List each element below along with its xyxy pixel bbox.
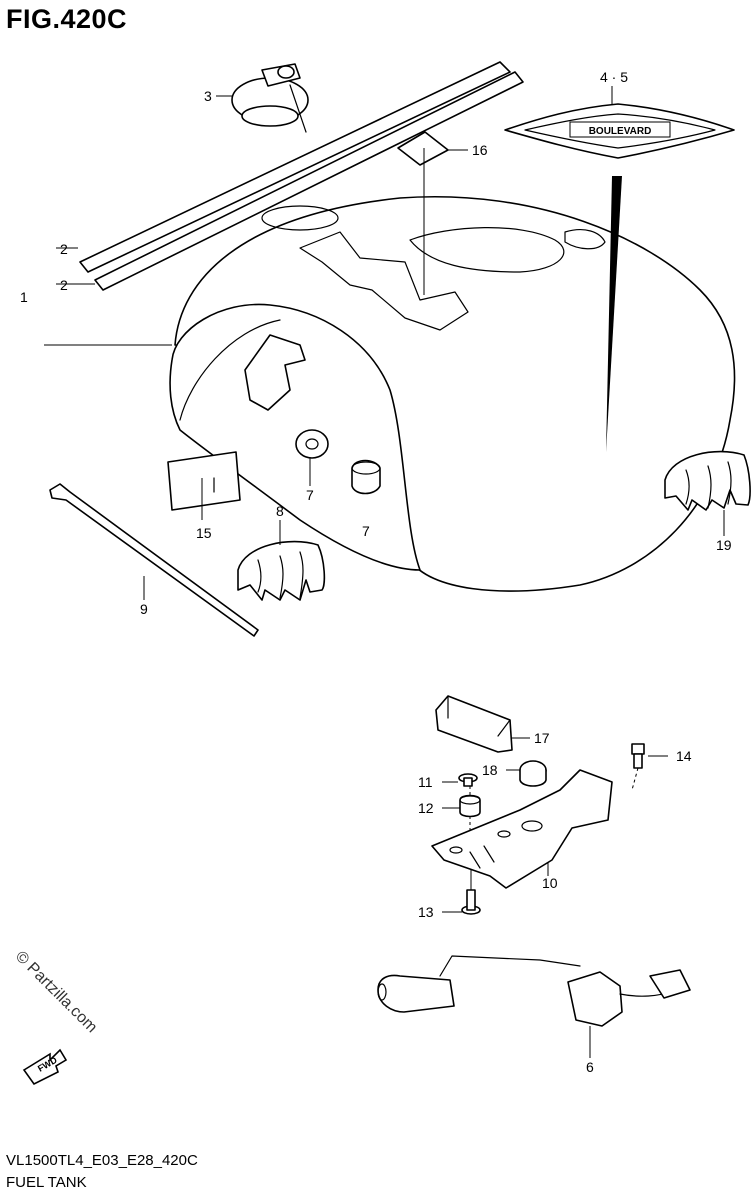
fuel-cap[interactable] xyxy=(231,63,309,133)
callout-3: 3 xyxy=(204,88,212,104)
bracket-10[interactable] xyxy=(431,769,613,889)
callout-2b: 2 xyxy=(60,277,68,293)
figure-title: FIG.420C xyxy=(6,4,128,34)
callout-18: 18 xyxy=(482,762,498,778)
callout-8: 8 xyxy=(276,503,284,519)
callout-9: 9 xyxy=(140,601,148,617)
bolt-11[interactable] xyxy=(458,773,478,787)
cushion-8[interactable] xyxy=(237,540,326,601)
cushion-18[interactable] xyxy=(519,760,547,787)
fuel-level-sensor[interactable] xyxy=(377,955,691,1027)
callout-13: 13 xyxy=(418,904,434,920)
callout-4-5: 4 · 5 xyxy=(600,69,628,85)
callout-15: 15 xyxy=(196,525,212,541)
callout-2a: 2 xyxy=(60,241,68,257)
callout-7a: 7 xyxy=(306,487,314,503)
fwd-arrow-icon: FWD xyxy=(22,1048,68,1086)
tie-band[interactable] xyxy=(49,483,259,637)
bolt-14[interactable] xyxy=(631,743,645,769)
leader-lines xyxy=(44,86,725,1058)
fuel-tank[interactable] xyxy=(169,196,736,592)
callout-10: 10 xyxy=(542,875,558,891)
grommet-12[interactable] xyxy=(459,794,481,818)
stripe-decal[interactable] xyxy=(606,176,622,452)
badge-text: BOULEVARD xyxy=(589,126,652,137)
cushion-19[interactable] xyxy=(664,450,751,511)
callout-7b: 7 xyxy=(362,523,370,539)
model-code: VL1500TL4_E03_E28_420C xyxy=(6,1152,198,1169)
callout-1: 1 xyxy=(20,289,28,305)
callout-12: 12 xyxy=(418,800,434,816)
caution-label-15[interactable] xyxy=(167,451,241,511)
callouts: 1 2 2 3 4 · 5 6 7 7 8 9 10 11 12 13 14 1… xyxy=(20,69,732,1075)
callout-17: 17 xyxy=(534,730,550,746)
cushion-rubber-b[interactable] xyxy=(351,459,381,495)
figure-caption: FUEL TANK xyxy=(6,1174,87,1191)
callout-16: 16 xyxy=(472,142,488,158)
cushion-rubber-a[interactable] xyxy=(295,429,329,459)
callout-6: 6 xyxy=(586,1059,594,1075)
bolt-13[interactable] xyxy=(461,870,481,915)
callout-14: 14 xyxy=(676,748,692,764)
callout-11: 11 xyxy=(418,774,433,790)
trim-strips[interactable] xyxy=(79,61,524,291)
cushion-17[interactable] xyxy=(435,695,513,753)
callout-19: 19 xyxy=(716,537,732,553)
badge-emblem[interactable]: BOULEVARD xyxy=(504,103,735,159)
